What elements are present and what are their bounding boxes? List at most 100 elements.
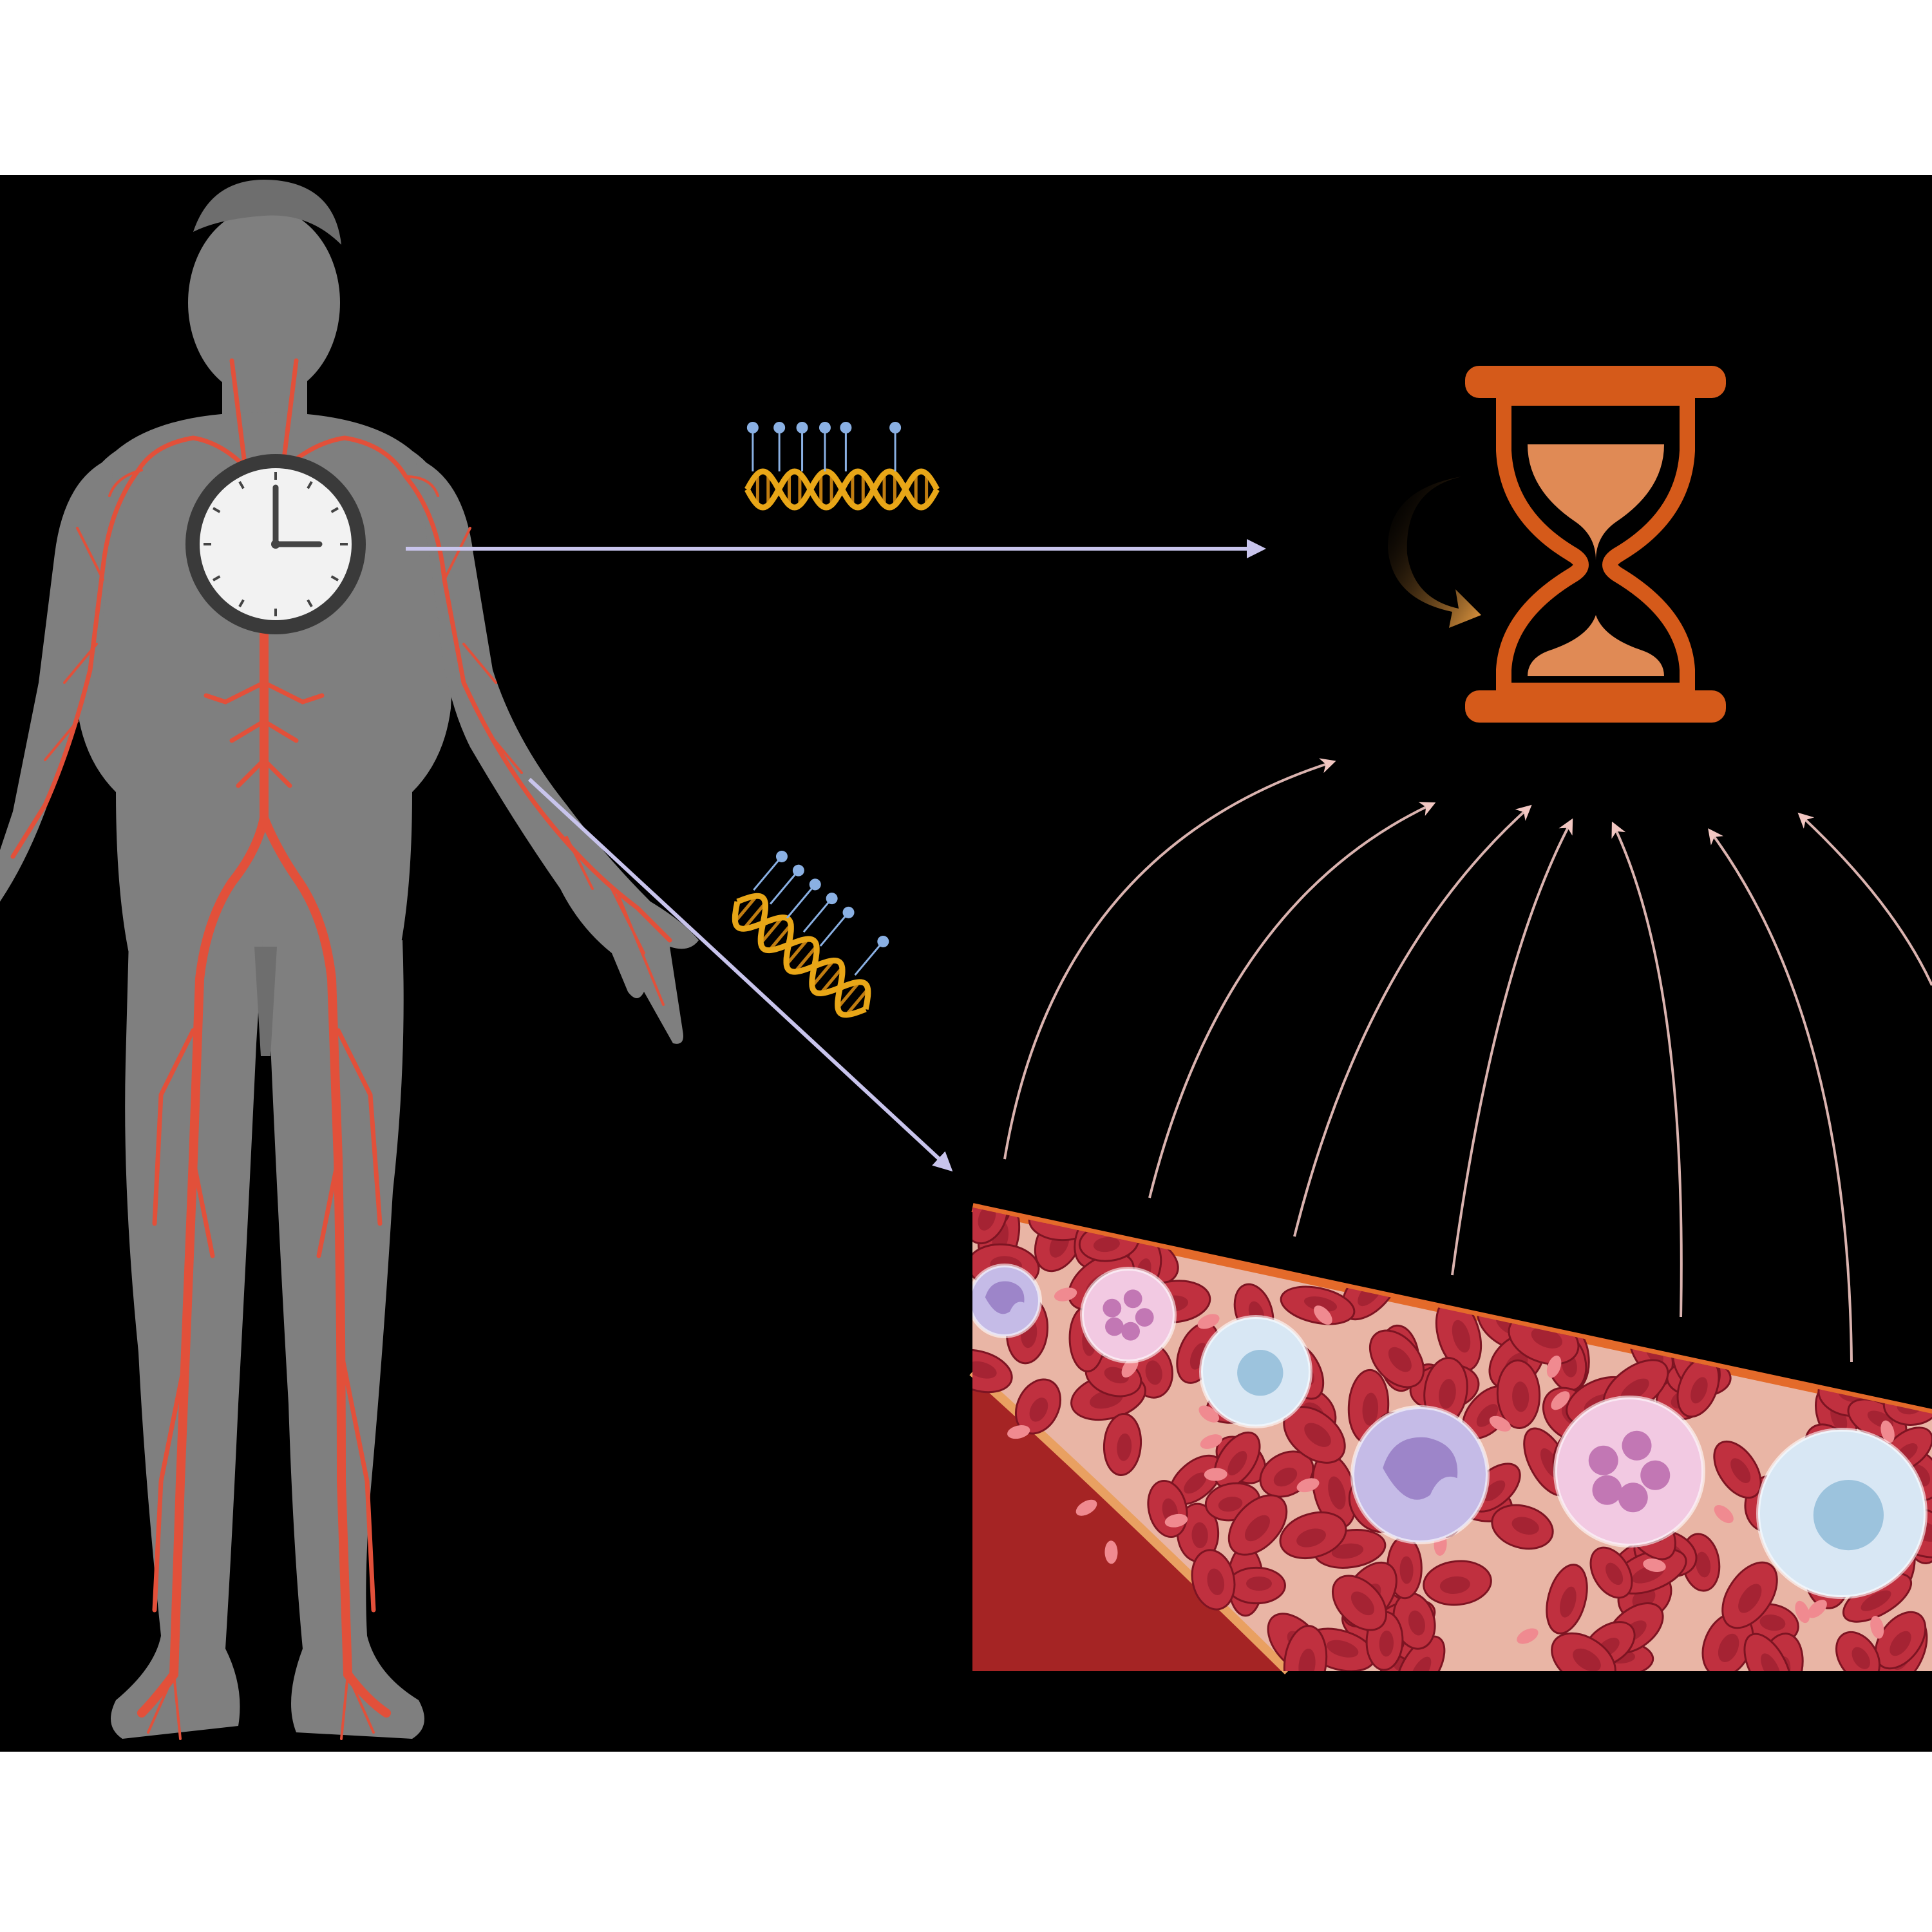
dna-base-pair bbox=[837, 981, 861, 1009]
red-cell-center bbox=[1560, 1586, 1577, 1618]
red-cell-center bbox=[1350, 1591, 1375, 1616]
red-blood-cell bbox=[972, 1349, 1013, 1394]
red-cell-center bbox=[1512, 1381, 1530, 1412]
red-cell-center bbox=[1605, 1562, 1624, 1586]
platelet bbox=[1296, 1478, 1320, 1493]
red-cell-center bbox=[1759, 1615, 1786, 1631]
red-blood-cell bbox=[1103, 1413, 1142, 1476]
neutrophil-cell bbox=[1553, 1396, 1705, 1548]
red-cell-center bbox=[1298, 1648, 1316, 1671]
neutrophil-lobe bbox=[1592, 1475, 1622, 1505]
red-cell-center bbox=[1327, 1640, 1359, 1658]
red-cell-center bbox=[1117, 1433, 1132, 1461]
red-cell-center bbox=[1207, 1568, 1225, 1595]
platelet bbox=[1075, 1499, 1097, 1516]
red-cell-center bbox=[1218, 1497, 1243, 1512]
methyl-group bbox=[775, 850, 788, 862]
methylated-dna-icon-bottom bbox=[732, 850, 889, 1018]
hourglass-icon bbox=[1465, 366, 1726, 723]
curved-arrow bbox=[1003, 758, 1336, 1160]
clock-tick bbox=[330, 507, 339, 513]
red-cell-center bbox=[1476, 1404, 1499, 1427]
red-cell-center bbox=[1718, 1633, 1739, 1662]
red-blood-cell bbox=[1496, 1359, 1541, 1430]
red-blood-cell bbox=[1280, 1285, 1356, 1325]
dna-strand bbox=[736, 893, 871, 1010]
monocyte-nucleus bbox=[1383, 1437, 1458, 1500]
neutrophil-lobe bbox=[1588, 1445, 1618, 1475]
red-blood-cell bbox=[1713, 1440, 1762, 1499]
red-cell-center bbox=[1410, 1656, 1432, 1671]
methyl-group bbox=[770, 873, 797, 905]
neutrophil-lobe bbox=[1121, 1321, 1140, 1341]
red-cell-center bbox=[1738, 1584, 1762, 1613]
red-cell-center bbox=[1328, 1476, 1346, 1510]
red-cell-center bbox=[1730, 1458, 1751, 1483]
platelet bbox=[1870, 1616, 1884, 1639]
artery-network bbox=[10, 358, 672, 1740]
red-blood-cell bbox=[1423, 1560, 1492, 1606]
platelet bbox=[1880, 1420, 1895, 1443]
red-blood-cell bbox=[1546, 1564, 1588, 1634]
curved-arrow bbox=[1293, 804, 1532, 1237]
red-cell-center bbox=[1511, 1517, 1539, 1535]
human-body-icon bbox=[0, 180, 699, 1739]
methyl-group bbox=[802, 900, 830, 933]
lymphocyte-nucleus bbox=[1813, 1480, 1884, 1551]
red-blood-cell bbox=[1721, 1561, 1778, 1629]
neutrophil-lobe bbox=[1640, 1460, 1671, 1490]
red-cell-center bbox=[1379, 1630, 1394, 1657]
dna-base-pair bbox=[734, 895, 758, 923]
neutrophil-cell bbox=[1080, 1267, 1177, 1363]
red-cell-center bbox=[1304, 1423, 1331, 1447]
platelet bbox=[1204, 1468, 1227, 1481]
red-blood-cell bbox=[1331, 1575, 1388, 1631]
neutrophil-lobe bbox=[1105, 1317, 1124, 1336]
platelet bbox=[1164, 1513, 1188, 1528]
dna-strand bbox=[732, 901, 867, 1018]
methyl-group bbox=[842, 906, 855, 918]
red-cell-center bbox=[1399, 1556, 1414, 1584]
rotate-arrow-icon bbox=[1388, 477, 1481, 628]
red-cell-center bbox=[1452, 1320, 1471, 1353]
methyl-group bbox=[854, 943, 882, 976]
red-blood-cell bbox=[1191, 1549, 1236, 1611]
clock-ticks bbox=[204, 472, 348, 616]
red-blood-cell bbox=[1279, 1511, 1347, 1560]
blood-vessel-icon bbox=[969, 1203, 1932, 1674]
platelet bbox=[1198, 1405, 1220, 1423]
red-cell-center bbox=[1408, 1610, 1425, 1636]
platelet bbox=[1714, 1505, 1734, 1524]
platelet bbox=[1517, 1628, 1539, 1644]
methyl-group bbox=[840, 422, 852, 433]
platelet bbox=[1104, 1540, 1118, 1564]
methylated-dna-icon-top bbox=[744, 422, 940, 511]
methyl-group bbox=[877, 935, 889, 947]
clock-tick bbox=[238, 599, 245, 607]
methyl-group bbox=[819, 422, 831, 433]
red-cell-center bbox=[1761, 1653, 1781, 1671]
arrow-body-to-blood bbox=[527, 777, 953, 1172]
platelet bbox=[1314, 1305, 1332, 1325]
red-cell-center bbox=[1296, 1528, 1326, 1548]
neutrophil-membrane bbox=[1080, 1267, 1177, 1363]
red-cell-center bbox=[1889, 1631, 1911, 1656]
red-cell-center bbox=[1690, 1377, 1708, 1404]
methyl-group bbox=[753, 858, 781, 891]
red-blood-cell bbox=[1015, 1378, 1061, 1435]
neutrophil-membrane bbox=[1553, 1396, 1705, 1548]
methyl-group bbox=[809, 878, 821, 891]
red-cell-center bbox=[1362, 1392, 1379, 1426]
red-cell-center bbox=[1244, 1515, 1270, 1542]
dna-base-pair bbox=[811, 959, 835, 987]
clock-tick bbox=[213, 507, 221, 513]
red-cell-center bbox=[1191, 1522, 1208, 1549]
red-blood-cell bbox=[1396, 1635, 1446, 1671]
red-cell-center bbox=[1573, 1648, 1601, 1671]
dna-base-pair bbox=[768, 923, 793, 952]
red-cell-center bbox=[1439, 1379, 1456, 1409]
neutrophil-lobe bbox=[1103, 1298, 1122, 1318]
red-cell-center bbox=[1273, 1467, 1298, 1487]
red-blood-cell bbox=[1227, 1494, 1288, 1556]
